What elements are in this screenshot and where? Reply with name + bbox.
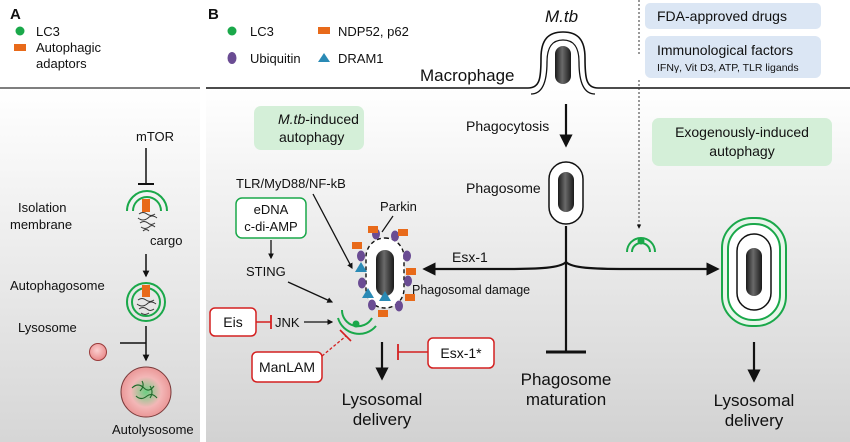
lysosomal-delivery-left-line2: delivery — [353, 410, 412, 429]
sting-arrow — [287, 281, 334, 303]
lysosome-label: Lysosome — [18, 320, 77, 335]
adaptor-legend-icon-b — [318, 27, 330, 34]
phagosome-label: Phagosome — [466, 180, 541, 196]
isolation-membrane-line2: membrane — [10, 217, 72, 232]
phagocytosis-label: Phagocytosis — [466, 118, 549, 134]
autolysosome-label: Autolysosome — [112, 422, 194, 437]
phagosomal-damage-label: Phagosomal damage — [412, 283, 530, 297]
mtb-induced-line1: M.tb-induced — [278, 111, 359, 127]
panel-b-letter: B — [208, 6, 219, 23]
legend-lc3-label: LC3 — [36, 24, 60, 39]
legend-ubiquitin-label: Ubiquitin — [250, 51, 301, 66]
exogenous-line2: autophagy — [709, 143, 774, 159]
edna-cdiamp-box — [235, 197, 307, 239]
mtb-induced-autophagy-box — [254, 106, 364, 150]
lysosomal-delivery-left-line1: Lysosomal — [342, 390, 423, 409]
macrophage-membrane-inner — [530, 39, 596, 95]
damaged-phagosome-icon — [365, 237, 405, 309]
legend-lc3-label-b: LC3 — [250, 24, 274, 39]
sting-label: STING — [246, 264, 286, 279]
lysosome-icon — [89, 343, 107, 361]
legend-adaptors-line1: Autophagic — [36, 40, 102, 55]
macrophage-membrane — [206, 31, 850, 89]
legend-ndp52-label: NDP52, p62 — [338, 24, 409, 39]
adaptor-legend-icon — [14, 44, 26, 51]
jnk-label: JNK — [275, 315, 300, 330]
parkin-line — [381, 215, 394, 233]
isolation-membrane-icon — [126, 190, 168, 232]
branch-to-right — [565, 261, 720, 276]
mtor-label: mTOR — [136, 129, 174, 144]
tlr-pathway-label: TLR/MyD88/NF-kB — [236, 176, 346, 191]
immunological-factors-title: Immunological factors — [657, 42, 793, 58]
autolysosome-icon — [120, 366, 172, 418]
autophagosome-label: Autophagosome — [10, 278, 105, 293]
panel-a: A LC3 Autophagic adaptors mTOR Isolation… — [0, 6, 200, 442]
esx1-star-label: Esx-1* — [440, 345, 482, 361]
dram1-legend-icon — [318, 53, 330, 62]
cargo-label: cargo — [150, 233, 183, 248]
mtb-induced-line2: autophagy — [279, 129, 344, 145]
lc3-legend-icon — [15, 26, 25, 36]
manlam-label: ManLAM — [259, 359, 315, 375]
legend-dram1-label: DRAM1 — [338, 51, 384, 66]
panel-a-letter: A — [10, 6, 21, 23]
panel-b: B LC3 NDP52, p62 Ubiquitin DRAM1 M.tb Ma… — [206, 0, 850, 442]
mtb-induced-rest: -induced — [305, 111, 359, 127]
ubiquitin-marks — [357, 228, 412, 312]
isolation-membrane-line1: Isolation — [18, 200, 66, 215]
esx1-label: Esx-1 — [452, 249, 488, 265]
dram1-marks — [355, 262, 391, 301]
left-isolation-membrane — [337, 309, 377, 335]
exogenous-isolation-membrane — [626, 237, 656, 253]
edna-label: eDNA — [254, 202, 289, 217]
fda-drugs-label: FDA-approved drugs — [657, 8, 787, 24]
phagosome-icon — [548, 161, 584, 225]
immunological-factors-box — [645, 36, 821, 78]
phagosome-maturation-line2: maturation — [526, 390, 606, 409]
lc3-legend-icon-b — [227, 26, 237, 36]
cdiamp-label: c-di-AMP — [244, 219, 297, 234]
exogenous-autophagosome — [721, 217, 787, 327]
macrophage-label: Macrophage — [420, 66, 515, 85]
eis-label: Eis — [223, 314, 242, 330]
adaptor-marks — [352, 226, 416, 317]
manlam-inhibition-line — [321, 335, 347, 357]
ubiquitin-legend-icon — [227, 52, 237, 64]
lysosomal-delivery-right-line2: delivery — [725, 411, 784, 430]
exogenous-autophagy-box — [652, 118, 832, 166]
fda-drugs-box — [645, 3, 821, 29]
mtb-bacterium-entry — [555, 46, 571, 84]
parkin-label: Parkin — [380, 199, 417, 214]
manlam-box — [251, 351, 323, 383]
immunological-factors-list: IFNγ, Vit D3, ATP, TLR ligands — [657, 62, 799, 74]
mtb-induced-italic: M.tb — [278, 111, 305, 127]
branch-to-left — [422, 261, 567, 276]
exogenous-line1: Exogenously-induced — [675, 124, 809, 140]
tlr-arrow — [312, 193, 353, 270]
manlam-inhibition-bar — [339, 329, 352, 342]
phagosome-maturation-line1: Phagosome — [521, 370, 612, 389]
autophagosome-icon — [126, 282, 166, 322]
legend-adaptors-line2: adaptors — [36, 56, 87, 71]
lysosomal-delivery-right-line1: Lysosomal — [714, 391, 795, 410]
esx1-star-box — [427, 337, 495, 369]
mtb-label: M.tb — [545, 7, 578, 26]
